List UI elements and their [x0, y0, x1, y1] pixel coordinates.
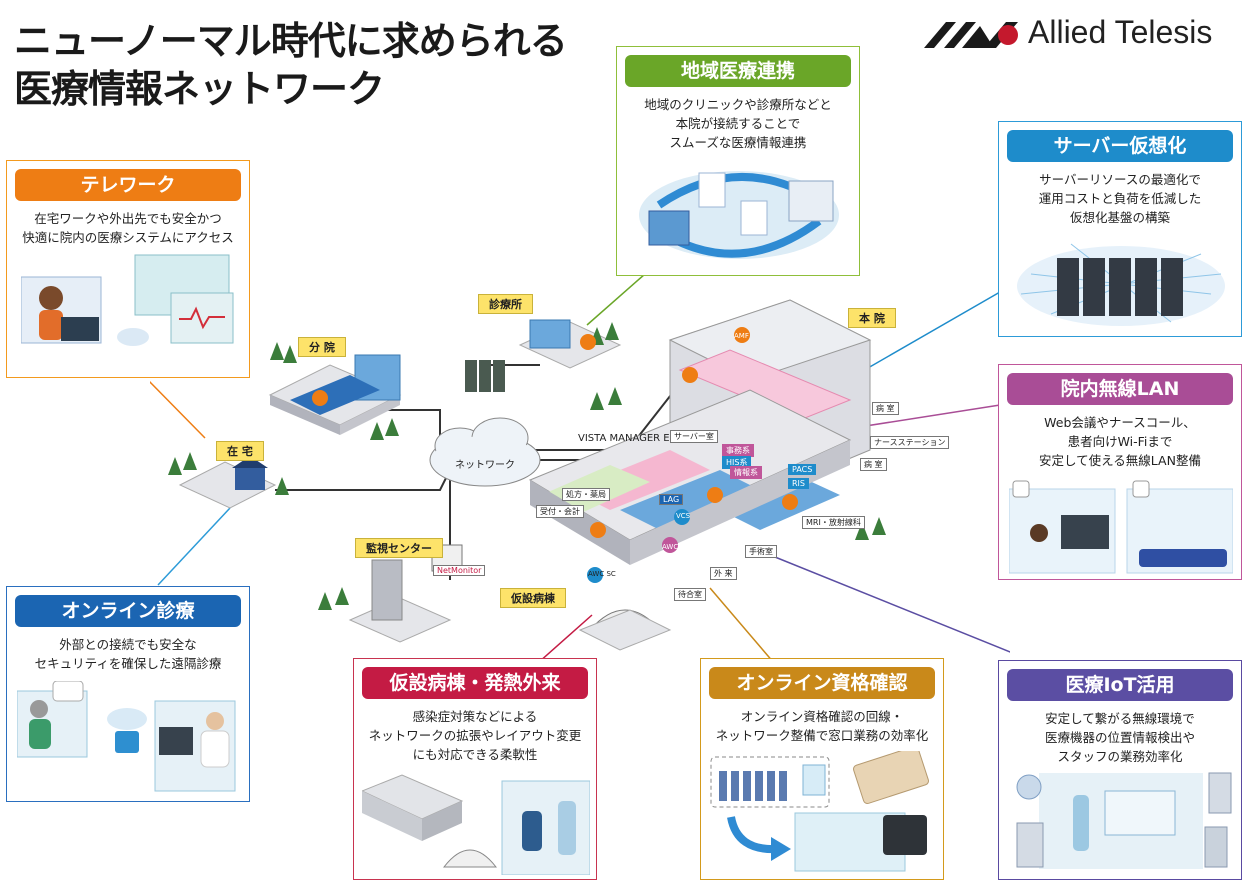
- qualification-illustration: [710, 751, 929, 872]
- card-qualification-title: オンライン資格確認: [709, 667, 935, 699]
- device-label-vcs: VCS: [676, 512, 691, 520]
- logo-text: Allied Telesis: [1028, 14, 1213, 50]
- site-label-monitor: 監視センター: [355, 538, 443, 558]
- page-title-line2: 医療情報ネットワーク: [14, 67, 385, 111]
- card-temporary: 仮設病棟・発熱外来 感染症対策などによる ネットワークの拡張やレイアウト変更 に…: [353, 658, 597, 880]
- iot-illustration: [1016, 772, 1232, 869]
- amf-device-icons: [312, 327, 798, 583]
- system-label-netmonitor: NetMonitor: [433, 565, 486, 576]
- room-label-outpatient: 外 来: [710, 567, 737, 580]
- card-wlan-desc: Web会議やナースコール、 患者向けWi-Fiまで 安定して使える無線LAN整備: [1039, 415, 1201, 468]
- card-online-clinic: オンライン診療 外部との接続でも安全な セキュリティを確保した遠隔診療: [6, 586, 250, 802]
- telework-illustration: [21, 254, 234, 346]
- site-label-temp-ward: 仮設病棟: [500, 588, 566, 608]
- site-label-main: 本 院: [848, 308, 896, 328]
- card-regional: 地域医療連携 地域のクリニックや診療所などと 本院が接続することで スムーズな医…: [616, 46, 860, 276]
- vista-manager-label: VISTA MANAGER EX: [578, 433, 677, 444]
- card-server-desc: サーバーリソースの最適化で 運用コストと負荷を低減した 仮想化基盤の構築: [1038, 172, 1202, 225]
- card-online-clinic-title: オンライン診療: [15, 595, 241, 627]
- regional-illustration: [639, 171, 839, 259]
- card-qualification: オンライン資格確認 オンライン資格確認の回線・ ネットワーク整備で窓口業務の効率…: [700, 658, 944, 880]
- system-label-pacs: PACS: [788, 464, 817, 475]
- room-label-surgery: 手術室: [745, 545, 777, 558]
- room-label-nurse-station: ナースステーション: [870, 436, 950, 449]
- tree-icons: [168, 322, 886, 610]
- room-label-waiting: 待合室: [674, 588, 706, 601]
- site-label-home: 在 宅: [216, 441, 264, 461]
- card-server-title: サーバー仮想化: [1007, 130, 1233, 162]
- room-label-mri: MRI・放射線科: [802, 516, 865, 529]
- room-label-ward2: 病 室: [860, 458, 887, 471]
- card-wlan: 院内無線LAN Web会議やナースコール、 患者向けWi-Fiまで 安定して使え…: [998, 364, 1242, 580]
- room-label-ward1: 病 室: [872, 402, 899, 415]
- logo-mark-icon: [924, 22, 1018, 48]
- network-cloud-icon: [429, 417, 541, 487]
- system-label-info: 情報系: [730, 466, 762, 479]
- card-iot-desc: 安定して繋がる無線環境で 医療機器の位置情報検出や スタッフの業務効率化: [1044, 711, 1195, 764]
- branch-hospital: [268, 354, 402, 435]
- device-label-lag: LAG: [659, 494, 684, 505]
- device-label-awc: AWC: [662, 543, 679, 551]
- network-label: ネットワーク: [455, 460, 515, 471]
- card-wlan-title: 院内無線LAN: [1007, 373, 1233, 405]
- temporary-illustration: [362, 774, 590, 875]
- card-regional-desc: 地域のクリニックや診療所などと 本院が接続することで スムーズな医療情報連携: [644, 97, 832, 150]
- room-label-server-room: サーバー室: [670, 430, 718, 443]
- device-label-awc-sc: AWC SC: [588, 570, 616, 578]
- device-label-amf: AMF: [734, 332, 749, 340]
- card-telework-title: テレワーク: [15, 169, 241, 201]
- page-title-line1: ニューノーマル時代に求められる: [14, 19, 568, 63]
- card-temporary-desc: 感染症対策などによる ネットワークの拡張やレイアウト変更 にも対応できる柔軟性: [368, 709, 582, 762]
- system-label-ris: RIS: [788, 478, 809, 489]
- network-diagram: [150, 273, 1010, 670]
- card-telework: テレワーク 在宅ワークや外出先でも安全かつ 快適に院内の医療システムにアクセス: [6, 160, 250, 378]
- card-regional-title: 地域医療連携: [625, 55, 851, 87]
- card-temporary-title: 仮設病棟・発熱外来: [362, 667, 588, 699]
- card-qualification-desc: オンライン資格確認の回線・ ネットワーク整備で窓口業務の効率化: [715, 709, 929, 743]
- home: [178, 456, 277, 509]
- clinic: [518, 319, 622, 369]
- online-clinic-illustration: [17, 681, 236, 792]
- server-rack-icon: [465, 360, 505, 392]
- temporary-ward: [578, 609, 672, 651]
- card-iot: 医療IoT活用 安定して繋がる無線環境で 医療機器の位置情報検出や スタッフの業…: [998, 660, 1242, 880]
- card-iot-title: 医療IoT活用: [1007, 669, 1233, 701]
- wlan-illustration: [1009, 480, 1233, 574]
- card-online-clinic-desc: 外部との接続でも安全な セキュリティを確保した遠隔診療: [34, 637, 222, 671]
- card-server: サーバー仮想化 サーバーリソースの最適化で 運用コストと負荷を低減した 仮想化基…: [998, 121, 1242, 337]
- card-telework-desc: 在宅ワークや外出先でも安全かつ 快適に院内の医療システムにアクセス: [22, 211, 234, 245]
- server-illustration: [1017, 243, 1225, 326]
- monitoring-center: [348, 544, 463, 643]
- room-label-pharmacy: 処方・薬局: [562, 488, 610, 501]
- allied-telesis-logo: Allied Telesis: [922, 14, 1238, 54]
- main-hospital: [528, 299, 872, 565]
- room-label-reception: 受付・会計: [536, 505, 584, 518]
- site-label-branch: 分 院: [298, 337, 346, 357]
- site-label-clinic: 診療所: [478, 294, 533, 314]
